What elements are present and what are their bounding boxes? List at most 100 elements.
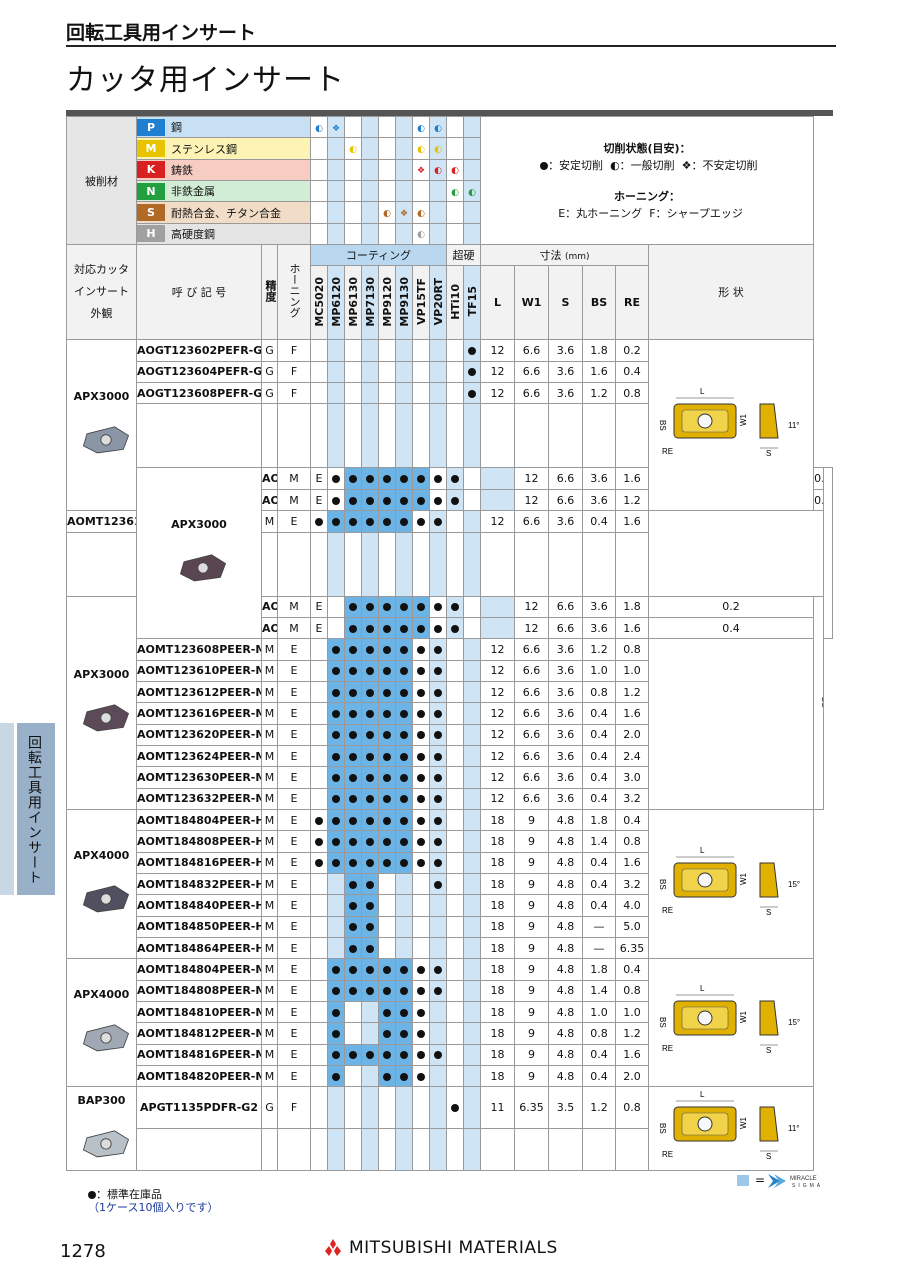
spacer-grade (361, 403, 380, 469)
table-row[interactable]: APX3000AOMT123602PEER-MME126.63.61.80.2L… (66, 595, 833, 811)
dim-value: 2.4 (623, 749, 641, 763)
stock-dot-icon (332, 475, 341, 484)
designation-cell[interactable]: AOMT123630PEER-M (136, 766, 262, 789)
stock-cell (395, 851, 414, 875)
stock-cell (463, 702, 482, 725)
designation-cell[interactable]: AOMT123608PEER-H (261, 488, 278, 512)
designation-cell[interactable]: AOMT184804PEER-H (136, 808, 262, 832)
stock-dot-icon (383, 1051, 392, 1060)
designation-cell[interactable]: AOMT184832PEER-H (136, 873, 262, 896)
designation-cell[interactable]: AOMT123616PEER-M (136, 702, 262, 725)
dim-value: 6.35 (619, 941, 645, 955)
tolerance-text: M (264, 749, 275, 763)
designation-cell[interactable]: AOMT123608PEER-M (136, 638, 262, 661)
designation-cell[interactable]: AOMT184804PEER-M (136, 958, 262, 981)
stock-cell (463, 382, 482, 405)
insert-photo-icon (82, 426, 129, 454)
designation-cell[interactable]: AOMT123612PEER-M (136, 680, 262, 704)
page-title: カッタ用インサート (66, 63, 345, 98)
cutting-condition-icon: ◐ (417, 209, 425, 220)
designation-cell[interactable]: AOMT123604PEER-H (261, 467, 278, 490)
designation-cell[interactable]: AOMT184850PEER-H (136, 915, 262, 939)
stock-cell (310, 659, 329, 682)
designation-cell[interactable]: AOMT184820PEER-M (136, 1065, 262, 1088)
designation-text: AOMT123632PEER-M (137, 792, 262, 806)
designation-cell[interactable]: AOMT123620PEER-M (136, 723, 262, 746)
designation-cell[interactable]: AOMT184810PEER-M (136, 1001, 262, 1024)
stock-cell (378, 360, 397, 384)
material-grade-cell (446, 201, 465, 224)
table-row[interactable]: AOMT123616PEER-HME126.63.60.41.6 (66, 510, 833, 533)
stock-dot-icon (315, 838, 324, 847)
stock-cell (361, 1065, 380, 1088)
dim-cell: 18 (480, 1065, 516, 1088)
designation-cell[interactable]: AOMT184840PEER-H (136, 894, 262, 917)
designation-cell[interactable]: AOMT123604PEER-M (261, 616, 278, 640)
dim-value: 3.6 (590, 493, 608, 507)
designation-cell[interactable]: AOMT184864PEER-H (136, 937, 262, 960)
dim-value: 3.6 (556, 365, 575, 379)
side-tab[interactable] (17, 723, 55, 895)
designation-cell[interactable]: AOMT123632PEER-M (136, 787, 262, 811)
stock-cell (378, 808, 397, 832)
designation-cell[interactable]: AOMT123610PEER-M (136, 659, 262, 682)
honing-text: E (315, 472, 323, 486)
material-grade-cell: ◐ (412, 115, 431, 139)
stock-cell (446, 616, 465, 640)
designation-cell[interactable]: AOGT123608PEFR-GM (136, 382, 262, 405)
grade-label: HTi10 (448, 283, 462, 320)
stock-cell (310, 723, 329, 746)
designation-cell[interactable]: AOGT123604PEFR-GM (136, 360, 262, 384)
stock-cell (412, 1043, 431, 1067)
dim-cell: 12 (480, 510, 516, 533)
stock-dot-icon (332, 987, 341, 996)
designation-cell[interactable]: AOMT123602PEER-M (261, 595, 278, 618)
table-row[interactable]: APX3000AOMT123604PEER-HME126.63.61.60.4L… (67, 467, 834, 640)
stock-cell (463, 467, 482, 490)
dim-value: 9 (528, 835, 536, 849)
designation-cell[interactable]: APGT1135PDFR-G2 (136, 1086, 262, 1130)
dim-cell: 18 (480, 808, 516, 832)
designation-cell[interactable]: AOMT184816PEER-H (136, 851, 262, 875)
stock-dot-icon (349, 816, 358, 825)
designation-cell[interactable]: AOMT184816PEER-M (136, 1043, 262, 1067)
designation-cell[interactable]: AOMT123616PEER-H (66, 510, 137, 533)
stock-dot-icon (417, 709, 426, 718)
stock-cell (412, 766, 431, 789)
designation-cell[interactable]: AOGT123602PEFR-GM (136, 339, 262, 362)
dim-cell: 18 (480, 851, 516, 875)
designation-cell[interactable]: AOMT184812PEER-M (136, 1022, 262, 1045)
designation-cell[interactable]: AOMT184808PEER-M (136, 979, 262, 1003)
designation-cell[interactable]: AOMT123624PEER-M (136, 744, 262, 768)
series-cell: BAP300 (66, 1086, 137, 1172)
designation-cell[interactable]: AOMT184808PEER-H (136, 830, 262, 853)
stock-cell (344, 382, 363, 405)
dim-cell: 1.0 (582, 659, 617, 682)
